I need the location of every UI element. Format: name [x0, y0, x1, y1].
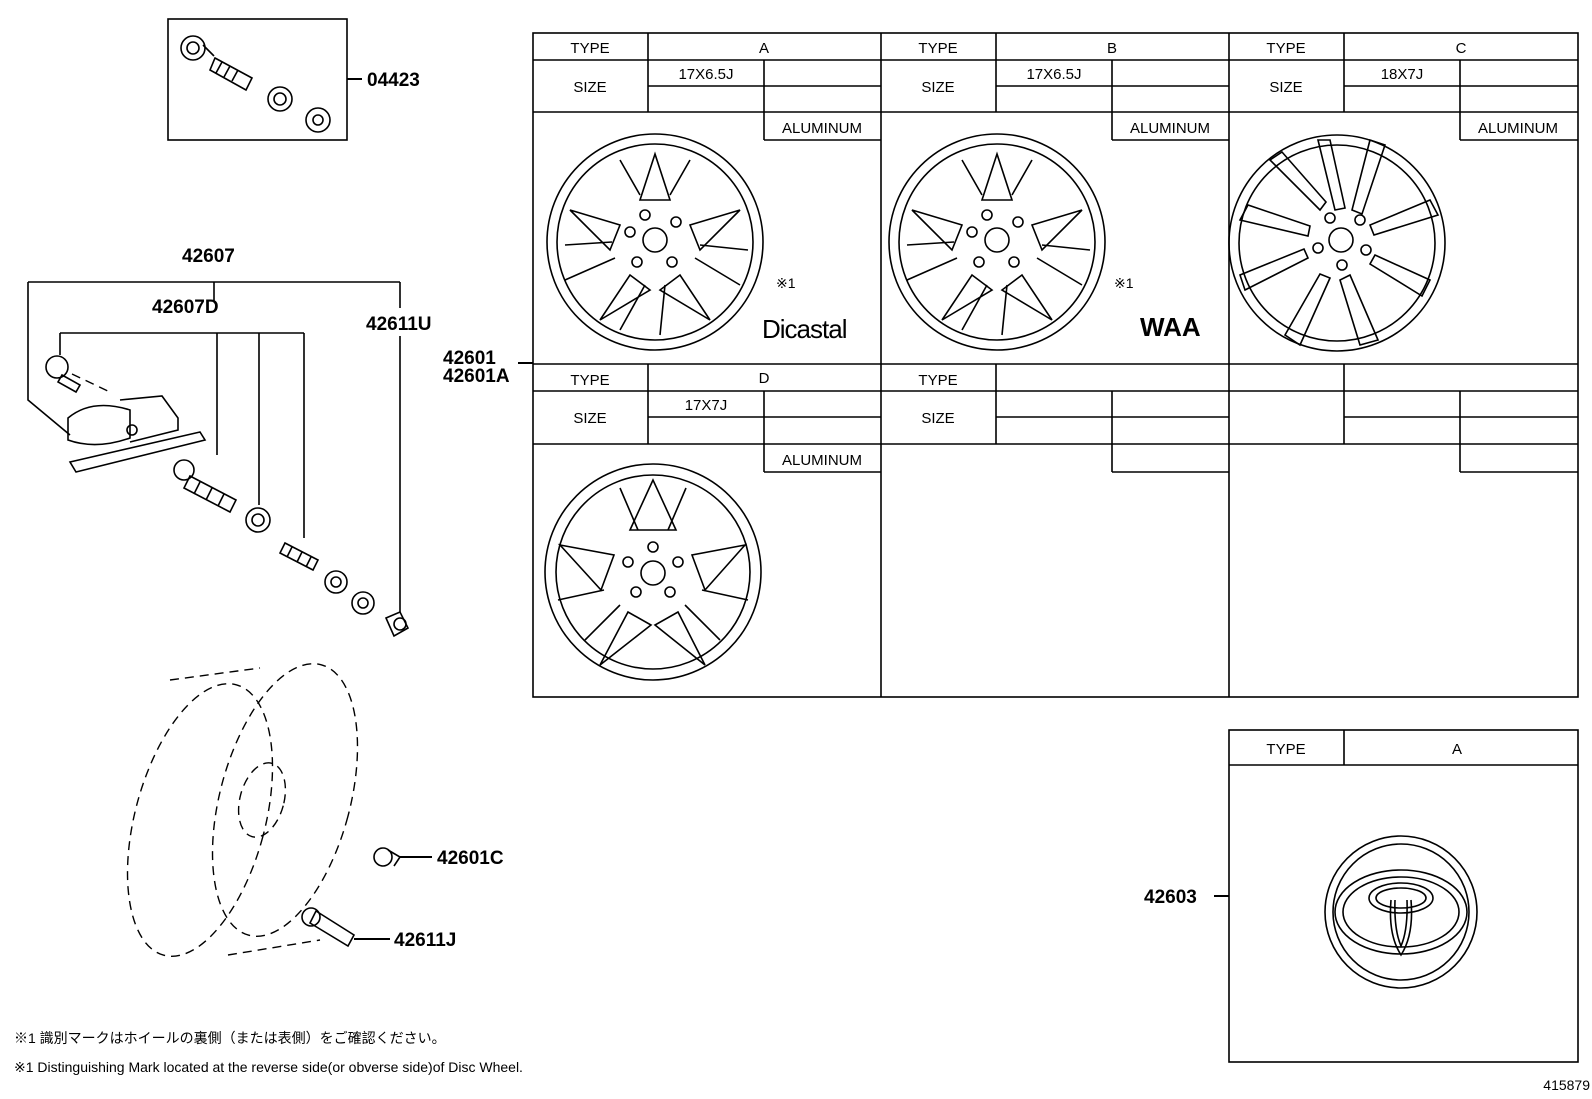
- material-a: ALUMINUM: [782, 120, 862, 137]
- size-header-c: SIZE: [1269, 79, 1302, 96]
- figure-number: 415879: [1543, 1077, 1590, 1093]
- type-header-b: TYPE: [918, 40, 957, 57]
- sensor-grommet-icon: [245, 507, 271, 533]
- sensor-washer-icon: [324, 570, 348, 594]
- wheel-table: TYPE A TYPE B TYPE C SIZE 17X6.5J SIZE 1…: [532, 32, 1579, 698]
- type-header-empty: TYPE: [918, 372, 957, 389]
- part-label-42607D: 42607D: [152, 297, 219, 318]
- brand-dicastal: Dicastal: [762, 314, 847, 344]
- type-value-c: C: [1456, 40, 1467, 57]
- part-label-42611J: 42611J: [394, 930, 456, 951]
- sensor-valve-stem-icon: [173, 459, 238, 514]
- size-value-b: 17X6.5J: [1026, 66, 1081, 83]
- sensor-nut-icon: [351, 591, 375, 615]
- size-value-c: 18X7J: [1381, 66, 1424, 83]
- type-header-d: TYPE: [570, 372, 609, 389]
- material-c: ALUMINUM: [1478, 120, 1558, 137]
- type-value-d: D: [759, 370, 770, 387]
- cap-type-value: A: [1452, 741, 1462, 758]
- wheel-a-icon: [546, 133, 764, 351]
- footnote-japanese: ※1 識別マークはホイールの裏側（または表側）をご確認ください。: [14, 1030, 446, 1046]
- center-cap-table: TYPE A 42603: [1144, 729, 1579, 1063]
- sensor-screw-icon: [45, 355, 82, 394]
- note-mark-b: ※1: [1114, 275, 1134, 291]
- type-header-a: TYPE: [570, 40, 609, 57]
- footnote-english: ※1 Distinguishing Mark located at the re…: [14, 1059, 523, 1075]
- size-header-d: SIZE: [573, 410, 606, 427]
- wheel-c-icon: [1228, 134, 1446, 352]
- wheel-nut-42601C: 42601C: [373, 847, 504, 869]
- valve-42611J: 42611J: [301, 907, 456, 951]
- sensor-cap-icon: [384, 610, 410, 638]
- disc-wheel-label: 42601 42601A: [443, 348, 533, 387]
- type-value-a: A: [759, 40, 769, 57]
- valve-grommet-icon: [180, 35, 215, 61]
- wheel-d-icon: [544, 463, 762, 681]
- size-header-a: SIZE: [573, 79, 606, 96]
- valve-kit-04423: 04423: [167, 18, 420, 141]
- tpms-sensor-group: 42607 42607D 42611U: [27, 246, 432, 638]
- center-cap-emblem-icon: [1324, 835, 1478, 989]
- valve-stem-icon: [208, 56, 254, 92]
- type-header-c: TYPE: [1266, 40, 1305, 57]
- part-label-42607: 42607: [182, 246, 235, 267]
- type-value-b: B: [1107, 40, 1117, 57]
- size-value-d: 17X7J: [685, 397, 728, 414]
- tpms-sensor-icon: [67, 395, 207, 473]
- part-label-42603: 42603: [1144, 887, 1197, 908]
- material-d: ALUMINUM: [782, 452, 862, 469]
- size-value-a: 17X6.5J: [678, 66, 733, 83]
- wheel-b-icon: [888, 133, 1106, 351]
- part-label-42601: 42601: [443, 348, 496, 369]
- valve-washer-icon: [267, 86, 293, 112]
- part-label-04423: 04423: [367, 70, 420, 91]
- material-b: ALUMINUM: [1130, 120, 1210, 137]
- cap-type-header: TYPE: [1266, 741, 1305, 758]
- size-header-empty: SIZE: [921, 410, 954, 427]
- part-label-42601C: 42601C: [437, 848, 504, 869]
- brand-waa: WAA: [1140, 312, 1201, 342]
- size-header-b: SIZE: [921, 79, 954, 96]
- tire-icon: [126, 663, 359, 957]
- part-label-42611U: 42611U: [366, 314, 432, 335]
- valve-cap-icon: [305, 107, 331, 133]
- note-mark-a: ※1: [776, 275, 796, 291]
- sensor-core-icon: [278, 541, 320, 572]
- part-label-42601A: 42601A: [443, 366, 510, 387]
